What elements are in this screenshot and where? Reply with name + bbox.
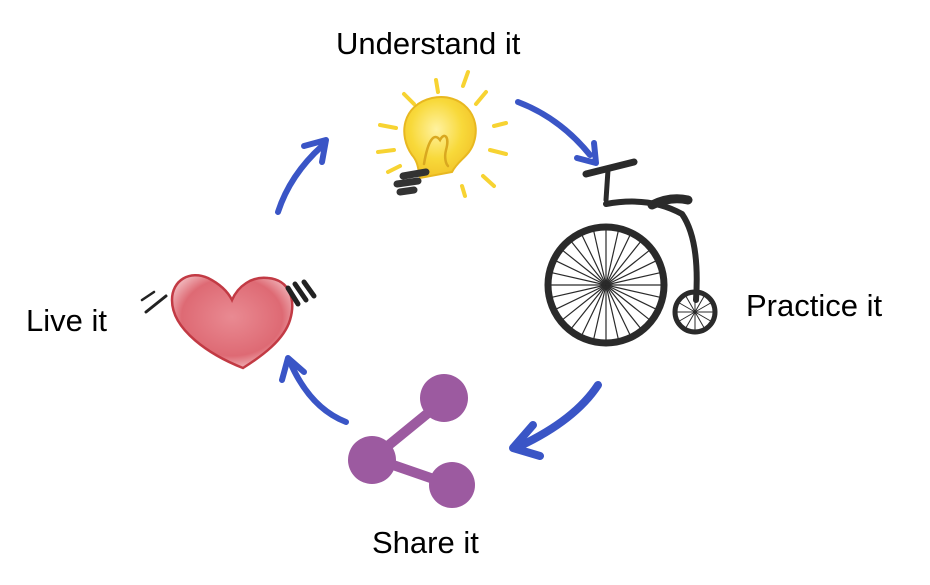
wheel-spoke bbox=[605, 234, 631, 286]
wheel-spoke bbox=[562, 250, 607, 286]
wheel-spoke bbox=[571, 241, 607, 286]
share-icon bbox=[348, 374, 475, 508]
wheel-spoke bbox=[605, 230, 619, 286]
wheel-spoke bbox=[581, 234, 607, 286]
step-label-understand: Understand it bbox=[336, 26, 521, 61]
step-label-share: Share it bbox=[372, 525, 479, 560]
wheel-spoke bbox=[605, 284, 631, 336]
wheel-spoke bbox=[605, 272, 661, 286]
wheel-spoke bbox=[605, 284, 641, 329]
step-label-practice: Practice it bbox=[746, 288, 883, 323]
step-label-live: Live it bbox=[26, 303, 107, 338]
arrow-share-to-live bbox=[279, 355, 349, 425]
wheel-spoke bbox=[685, 311, 696, 329]
lightbulb-icon bbox=[376, 70, 508, 198]
wheel-spoke bbox=[694, 302, 712, 313]
wheel-spoke bbox=[694, 311, 705, 329]
wheel-spoke bbox=[562, 284, 607, 320]
wheel-spoke bbox=[605, 250, 650, 286]
wheel-spoke bbox=[555, 284, 607, 310]
wheel-spoke bbox=[678, 302, 696, 313]
penny-farthing-bicycle-icon bbox=[544, 158, 718, 347]
wheel-spoke bbox=[605, 241, 641, 286]
wheel-spoke bbox=[555, 260, 607, 286]
wheel-spoke bbox=[551, 272, 607, 286]
wheel-spoke bbox=[593, 284, 607, 340]
wheel-spoke bbox=[605, 284, 650, 320]
wheel-spoke bbox=[593, 230, 607, 286]
wheel-spoke bbox=[605, 284, 619, 340]
arrow-live-to-understand bbox=[275, 137, 329, 215]
wheel-spoke bbox=[694, 295, 705, 313]
wheel-spoke bbox=[694, 311, 712, 322]
wheel-spoke bbox=[551, 284, 607, 298]
wheel-spoke bbox=[678, 311, 696, 322]
arrow-practice-to-share bbox=[509, 381, 602, 460]
wheel-spoke bbox=[605, 260, 657, 286]
heart-icon bbox=[140, 274, 317, 370]
arrow-understand-to-practice bbox=[515, 99, 599, 166]
wheel-spoke bbox=[571, 284, 607, 329]
wheel-spoke bbox=[605, 284, 657, 310]
wheel-spoke bbox=[581, 284, 607, 336]
wheel-spoke bbox=[685, 295, 696, 313]
wheel-spoke bbox=[605, 284, 661, 298]
